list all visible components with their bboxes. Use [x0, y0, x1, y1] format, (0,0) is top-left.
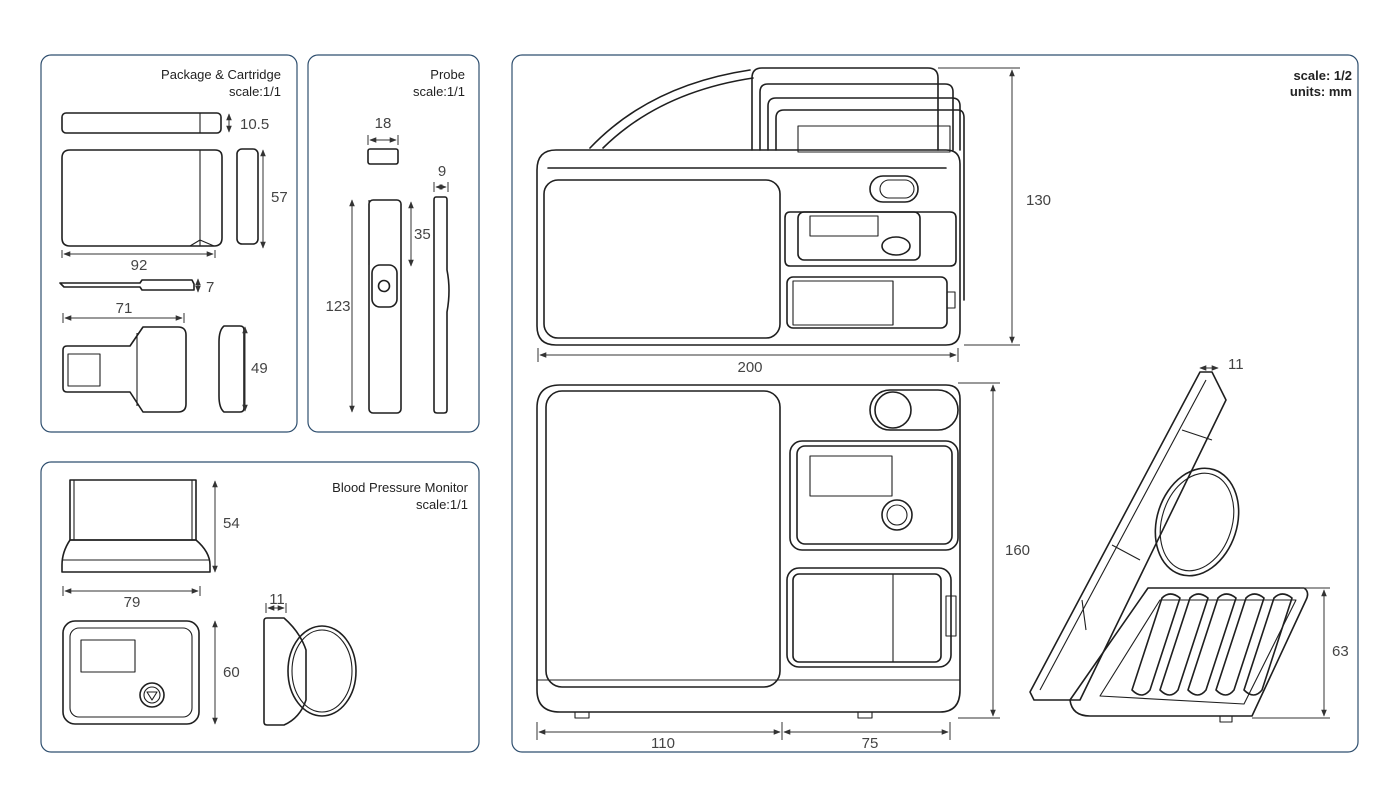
- dim-bpm-depth: 11: [269, 591, 285, 608]
- dim-bpm-width: 79: [124, 594, 141, 611]
- dim-main-width-right: 75: [862, 735, 879, 752]
- dim-main-width: 200: [737, 359, 762, 376]
- play-triangle-icon: [146, 691, 158, 701]
- cartridge-top-view: [59, 279, 195, 291]
- dim-main-width-left: 110: [651, 735, 675, 752]
- package-cartridge-panel: Package & Cartridge scale:1/1 10.5 92 57: [40, 54, 298, 433]
- bpm-stand-view: [61, 479, 211, 573]
- dim-bpm-height: 54: [223, 515, 240, 532]
- package-top-view: [61, 112, 222, 134]
- main-unit-side-view: [1029, 371, 1309, 723]
- probe-panel-title: Probe: [430, 67, 465, 82]
- bpm-side-view: [263, 617, 357, 726]
- dim-cart-width: 71: [116, 300, 133, 317]
- package-panel-title: Package & Cartridge: [161, 67, 281, 82]
- probe-front-view: [368, 199, 402, 414]
- dim-probe-length: 123: [325, 298, 350, 315]
- main-unit-panel: scale: 1/2 units: mm: [511, 54, 1359, 753]
- package-side-view: [236, 148, 259, 245]
- probe-panel: Probe scale:1/1 18 123 35 9: [307, 54, 480, 433]
- dim-pkg-thickness: 10.5: [240, 116, 269, 133]
- dim-main-depth-side: 11: [1228, 356, 1244, 373]
- dim-probe-width: 18: [375, 115, 392, 132]
- package-panel-scale: scale:1/1: [229, 84, 281, 99]
- bpm-panel-scale: scale:1/1: [416, 497, 468, 512]
- dim-cart-height: 49: [251, 360, 268, 377]
- side-view-cartridge-slots: [1131, 593, 1293, 696]
- bpm-face-view: [62, 620, 200, 725]
- bpm-panel-title: Blood Pressure Monitor: [332, 480, 469, 495]
- dim-probe-head: 35: [414, 226, 431, 243]
- cartridge-front-view: [62, 326, 187, 413]
- dim-bpm-face: 60: [223, 664, 240, 681]
- package-panel-border: [40, 54, 298, 433]
- main-panel-scale: scale: 1/2: [1293, 68, 1352, 83]
- cartridge-side-view: [218, 325, 245, 413]
- main-panel-units: units: mm: [1290, 84, 1352, 99]
- probe-side-view: [433, 196, 450, 414]
- probe-tip-view: [367, 148, 399, 165]
- probe-panel-border: [307, 54, 480, 433]
- main-unit-front-view: [536, 384, 961, 719]
- dim-main-height-top: 130: [1026, 192, 1051, 209]
- probe-panel-scale: scale:1/1: [413, 84, 465, 99]
- main-panel-border: [511, 54, 1359, 753]
- dim-pkg-width: 92: [131, 257, 148, 274]
- dim-main-height-front: 160: [1005, 542, 1030, 559]
- dim-probe-depth: 9: [438, 163, 446, 180]
- bpm-panel: Blood Pressure Monitor scale:1/1 54 79 6…: [40, 461, 480, 753]
- bpm-panel-border: [40, 461, 480, 753]
- dim-pkg-height: 57: [271, 189, 288, 206]
- dim-cart-thickness: 7: [206, 279, 214, 296]
- dim-main-tray-height: 63: [1332, 643, 1349, 660]
- main-unit-top-view: [536, 67, 965, 346]
- package-front-view: [61, 149, 223, 247]
